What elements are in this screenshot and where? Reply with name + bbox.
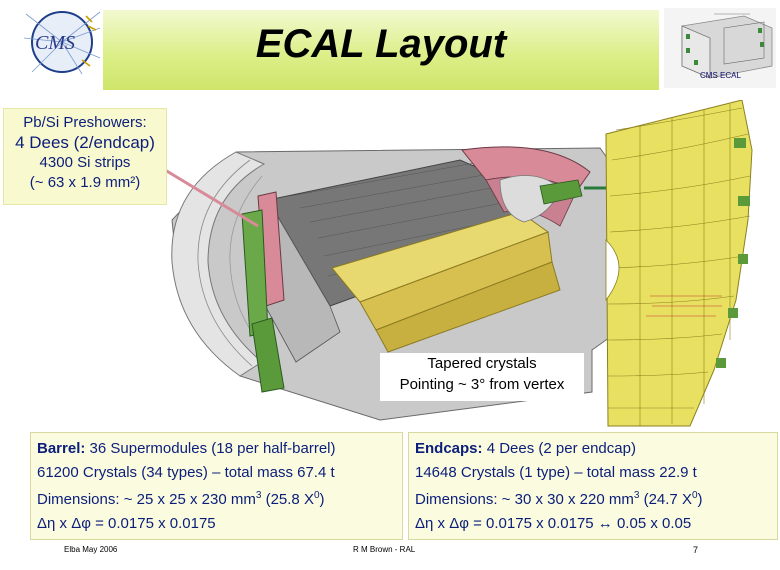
tapered-line1: Tapered crystals: [427, 355, 537, 372]
endcap-line3: Dimensions: ~ 30 x 30 x 220 mm3 (24.7 X0…: [415, 484, 777, 512]
barrel-line3: Dimensions: ~ 25 x 25 x 230 mm3 (25.8 X0…: [37, 484, 402, 512]
cms-logo-icon: CMS: [23, 11, 101, 75]
endcap-x0: (24.7 X: [639, 491, 692, 508]
preshower-dees: 4 Dees (2/endcap): [15, 133, 155, 152]
endcap-dees: 4 Dees (2 per endcap): [486, 440, 636, 457]
endcap-heading: Endcaps:: [415, 440, 483, 457]
thumbnail-label: CMS ECAL: [700, 71, 741, 80]
barrel-dims-end: ): [319, 491, 325, 508]
barrel-line1: Barrel: 36 Supermodules (18 per half-bar…: [37, 437, 402, 461]
svg-text:CMS: CMS: [35, 32, 75, 54]
endcap-line1: Endcaps: 4 Dees (2 per endcap): [415, 437, 777, 461]
barrel-dims: Dimensions: ~ 25 x 25 x 230 mm: [37, 491, 256, 508]
tapered-line2: Pointing ~ 3° from vertex: [399, 376, 565, 393]
endcap-dims: Dimensions: ~ 30 x 30 x 220 mm: [415, 491, 634, 508]
endcap-line2: 14648 Crystals (1 type) – total mass 22.…: [415, 463, 697, 481]
title-box: [103, 10, 659, 90]
ecal-thumbnail-image: [664, 8, 776, 88]
barrel-line2: 61200 Crystals (34 types) – total mass 6…: [37, 463, 335, 481]
footer-author: R M Brown - RAL: [353, 545, 416, 554]
barrel-dims-sup: 3: [255, 490, 262, 501]
endcap-line4: Δη x Δφ = 0.0175 x 0.0175 ↔ 0.05 x 0.05: [415, 514, 692, 532]
endcap-x0-sub: 0: [691, 490, 698, 501]
barrel-supermodules: 36 Supermodules (18 per half-barrel): [89, 440, 336, 457]
barrel-info-box: Barrel: 36 Supermodules (18 per half-bar…: [30, 432, 403, 540]
page-number: 7: [693, 545, 699, 555]
barrel-x0-sub: 0: [313, 490, 320, 501]
ecal-detector-illustration: [164, 100, 753, 427]
preshower-strips: 4300 Si strips: [39, 154, 131, 171]
endcap-info-box: Endcaps: 4 Dees (2 per endcap) 14648 Cry…: [408, 432, 778, 540]
endcap-dims-sup: 3: [633, 490, 640, 501]
barrel-x0: (25.8 X: [261, 491, 314, 508]
preshower-size: (~ 63 x 1.9 mm²): [29, 174, 141, 191]
page-title: ECAL Layout: [255, 22, 507, 66]
barrel-line4: Δη x Δφ = 0.0175 x 0.0175: [37, 514, 216, 532]
barrel-heading: Barrel:: [37, 440, 86, 457]
footer-event: Elba May 2006: [64, 545, 118, 554]
tapered-crystals-label: Tapered crystals Pointing ~ 3° from vert…: [380, 353, 584, 401]
preshower-label: Pb/Si Preshowers: 4 Dees (2/endcap) 4300…: [3, 108, 167, 205]
endcap-dims-end: ): [697, 491, 703, 508]
preshower-title: Pb/Si Preshowers:: [23, 114, 147, 131]
